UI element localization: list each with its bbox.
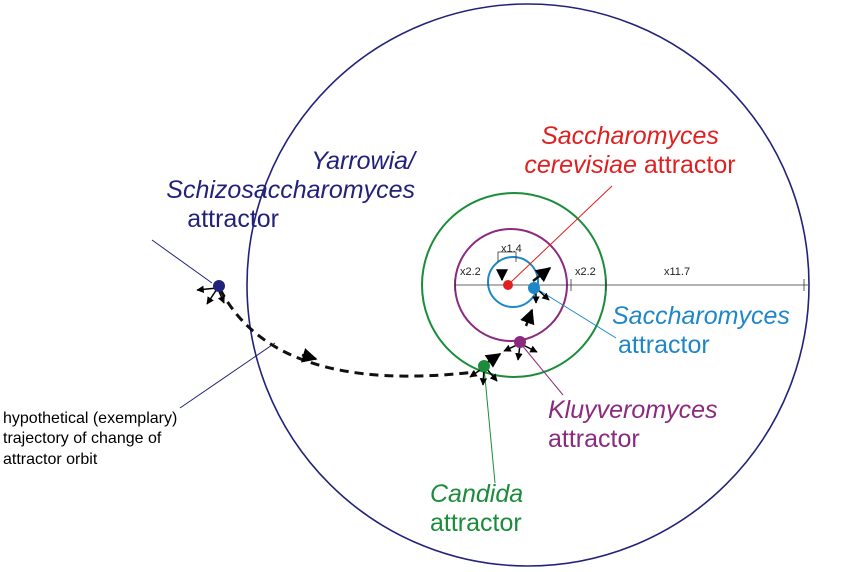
saccharomyces-label-suffix: attractor	[618, 330, 710, 359]
radius-scale	[454, 251, 808, 291]
yarrowia-leader-line	[151, 239, 213, 284]
cerevisiae-label-species: Saccharomyces	[541, 122, 719, 150]
yarrowia-attractor-point	[213, 280, 225, 292]
kluyveromyces-leader-line	[520, 343, 564, 396]
trajectory-arrow-2	[484, 352, 502, 368]
trajectory-leader-line	[179, 342, 276, 409]
yarrowia-attractor-label: Yarrowia/ Schizosaccharomyces attractor	[75, 147, 415, 233]
candida-leader-line	[483, 366, 496, 484]
scale-label-outer: x11.7	[664, 266, 691, 278]
candida-attractor-point	[478, 360, 490, 372]
scale-label-inner-right: x2.2	[575, 266, 596, 278]
trajectory-caption: hypothetical (exemplary) trajectory of c…	[3, 409, 177, 470]
cerevisiae-label-species2: cerevisiae	[524, 150, 637, 179]
candida-label-genus: Candida	[430, 480, 524, 508]
yarrowia-label-genus2: Schizosaccharomyces	[166, 175, 415, 204]
orbit-saccharomyces	[487, 256, 539, 308]
yarrowia-label-genus: Yarrowia/	[311, 147, 415, 175]
trajectory-arrow-3	[520, 308, 535, 327]
candida-label-suffix: attractor	[430, 508, 522, 537]
cerevisiae-attractor-point	[503, 280, 513, 290]
cerevisiae-attractor-label: Saccharomyces cerevisiae attractor	[470, 122, 790, 180]
trajectory-arrow-4	[532, 267, 552, 283]
cerevisiae-leader-line	[509, 185, 613, 284]
kluyveromyces-label-suffix: attractor	[548, 424, 640, 453]
outer-orbit-yarrowia	[246, 3, 810, 567]
saccharomyces-attractor-label: Saccharomyces attractor	[612, 302, 850, 360]
kluyveromyces-attractor-label: Kluyveromyces attractor	[548, 396, 718, 454]
saccharomyces-leader-line	[536, 288, 617, 339]
trajectory-arrow-1	[300, 348, 318, 363]
trajectory-caption-line1: hypothetical (exemplary)	[3, 410, 178, 427]
trajectory-path	[218, 288, 476, 378]
trajectory-caption-line2: trajectory of change of	[3, 430, 162, 448]
scale-label-innermost: x1.4	[501, 243, 522, 255]
saccharomyces-attractor-point	[528, 282, 540, 294]
saccharomyces-label-genus: Saccharomyces	[612, 302, 790, 330]
kluyveromyces-attractor-point	[514, 336, 526, 348]
trajectory-caption-line3: attractor orbit	[3, 450, 98, 468]
cerevisiae-label-suffix: attractor	[636, 150, 736, 179]
yarrowia-label-suffix: attractor	[187, 204, 279, 233]
candida-attractor-label: Candida attractor	[430, 480, 523, 538]
kluyveromyces-label-genus: Kluyveromyces	[548, 396, 718, 424]
scale-label-inner-left: x2.2	[460, 266, 481, 278]
